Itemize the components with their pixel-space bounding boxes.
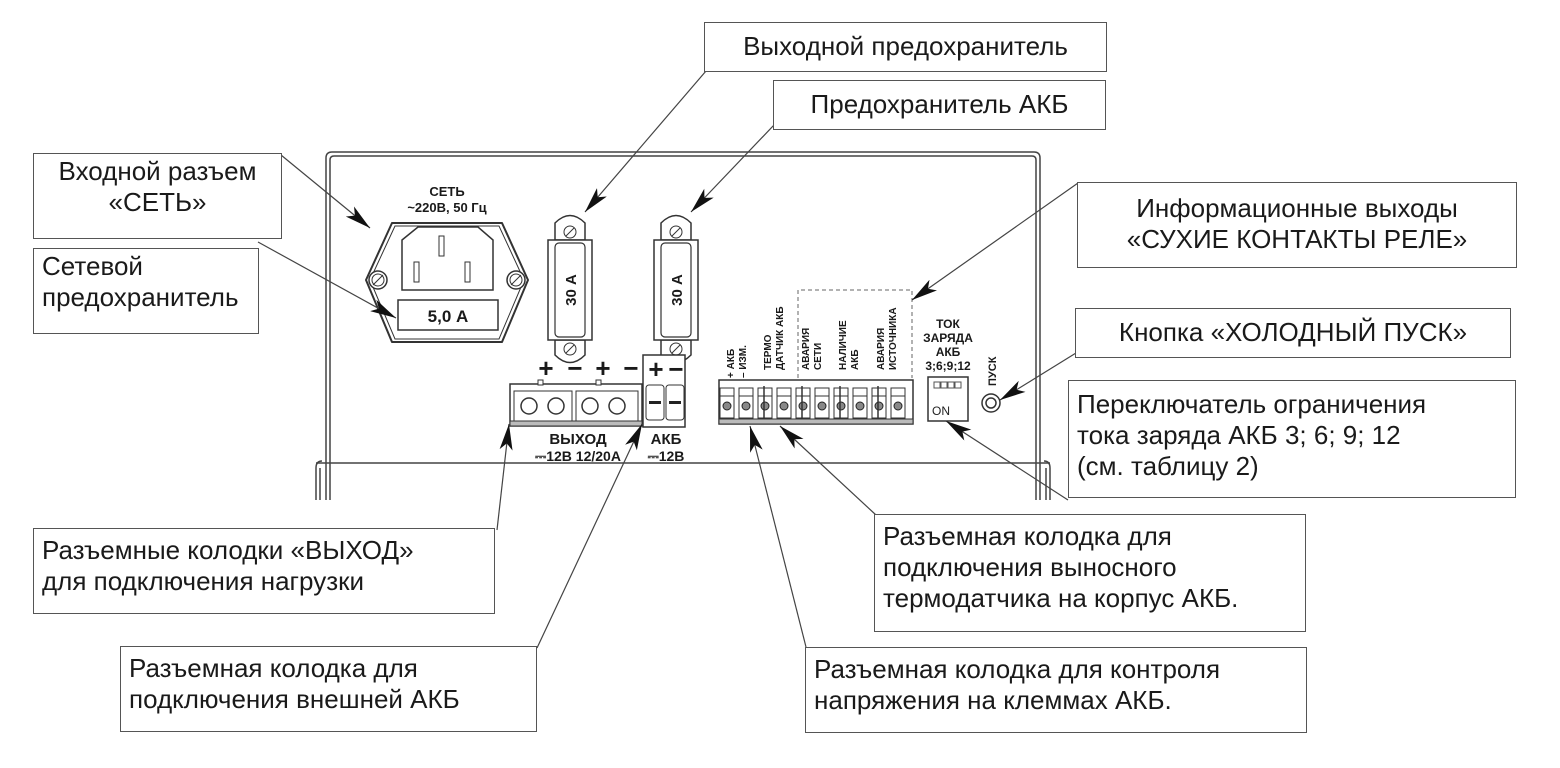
mains-spec: ~220В, 50 Гц bbox=[407, 200, 486, 215]
callout-output-fuse: Выходной предохранитель bbox=[704, 22, 1107, 72]
polarity-plus: + bbox=[595, 353, 610, 383]
terminal-pin bbox=[833, 387, 849, 419]
terminal-pin bbox=[871, 387, 887, 419]
mains-label: СЕТЬ bbox=[429, 184, 464, 199]
mains-inlet: СЕТЬ ~220В, 50 Гц 5,0 А bbox=[365, 184, 529, 343]
terminal-pin bbox=[814, 387, 830, 419]
terminal-pin bbox=[795, 387, 811, 419]
cold-start-button[interactable]: ПУСК bbox=[981, 356, 1001, 413]
callout-text: Переключатель ограничения bbox=[1077, 389, 1427, 419]
polarity-minus: − bbox=[567, 353, 582, 383]
terminal-label: АКБ bbox=[850, 349, 861, 370]
terminal-label: ТЕРМО bbox=[763, 334, 774, 370]
terminal-pin bbox=[757, 387, 773, 419]
battery-terminal-block: + − АКБ ⎓12В bbox=[642, 354, 686, 464]
output-spec: ⎓12В 12/20А bbox=[535, 448, 621, 464]
callout-text: Предохранитель АКБ bbox=[810, 89, 1069, 119]
callout-text: Разъемная колодка для bbox=[129, 653, 418, 683]
callout-text: для подключения нагрузки bbox=[42, 566, 365, 596]
battery-fuse: 30 А bbox=[653, 214, 699, 364]
callout-text: Разъемные колодки «ВЫХОД» bbox=[42, 535, 414, 565]
terminal-label: АВАРИЯ bbox=[801, 328, 812, 370]
polarity-minus: − bbox=[623, 353, 638, 383]
screw-icon bbox=[368, 270, 388, 290]
callout-voltage-terminal: Разъемная колодка для контроля напряжени… bbox=[805, 647, 1307, 733]
polarity-plus: + bbox=[538, 353, 553, 383]
switch-title: ТОК bbox=[936, 317, 960, 331]
callout-text: подключения выносного bbox=[883, 552, 1177, 582]
callout-text: (см. таблицу 2) bbox=[1077, 451, 1259, 481]
output-label: ВЫХОД bbox=[549, 431, 607, 448]
leader-lines bbox=[257, 70, 1079, 649]
callout-text: Кнопка «ХОЛОДНЫЙ ПУСК» bbox=[1118, 317, 1468, 347]
terminal-label: НАЛИЧИЕ bbox=[838, 320, 849, 370]
panel-housing bbox=[315, 151, 1051, 500]
callout-text: Разъемная колодка для контроля bbox=[814, 654, 1221, 684]
switch-title: ЗАРЯДА bbox=[923, 331, 973, 345]
callout-output-terminals: Разъемные колодки «ВЫХОД» для подключени… bbox=[33, 528, 495, 614]
battery-spec: ⎓12В bbox=[648, 448, 685, 464]
output-terminal-blocks: + − + − ВЫХОД ⎓12В 12/20А bbox=[509, 353, 643, 464]
callout-mains-fuse: Сетевой предохранитель bbox=[33, 248, 259, 334]
battery-fuse-value: 30 А bbox=[669, 274, 686, 306]
output-fuse: 30 А bbox=[547, 214, 593, 364]
terminal-label: АВАРИЯ bbox=[876, 328, 887, 370]
start-label: ПУСК bbox=[987, 356, 999, 386]
screw-icon bbox=[506, 270, 526, 290]
callout-text: подключения внешней АКБ bbox=[129, 684, 460, 714]
terminal-label: ИСТОЧНИКА bbox=[888, 307, 899, 370]
callout-text: Разъемная колодка для bbox=[883, 521, 1172, 551]
terminal-label: + АКБ bbox=[726, 349, 737, 378]
polarity-minus: − bbox=[668, 354, 683, 384]
callout-battery-fuse: Предохранитель АКБ bbox=[773, 80, 1106, 130]
callout-cold-start: Кнопка «ХОЛОДНЫЙ ПУСК» bbox=[1075, 308, 1511, 358]
callout-text: Входной разъем bbox=[58, 156, 257, 186]
terminal-pin bbox=[776, 387, 792, 419]
callout-text: тока заряда АКБ 3; 6; 9; 12 bbox=[1077, 420, 1401, 450]
callout-text: предохранитель bbox=[42, 282, 239, 312]
dip-on-label: ON bbox=[932, 404, 950, 418]
polarity-plus: + bbox=[648, 354, 663, 384]
callout-input-connector: Входной разъем «СЕТЬ» bbox=[33, 153, 282, 239]
callout-text: Выходной предохранитель bbox=[743, 31, 1068, 61]
signal-terminal-block: + АКБ – ИЗМ. ТЕРМО ДАТЧИК АКБ АВАРИЯ СЕТ… bbox=[718, 289, 914, 425]
output-fuse-value: 30 А bbox=[563, 274, 580, 306]
battery-label: АКБ bbox=[651, 431, 682, 448]
switch-title: АКБ bbox=[936, 345, 961, 359]
terminal-pin bbox=[852, 387, 868, 419]
callout-text: термодатчика на корпус АКБ. bbox=[883, 583, 1239, 613]
terminal-label: ДАТЧИК АКБ bbox=[775, 306, 786, 370]
mains-fuse-holder bbox=[397, 299, 499, 331]
switch-title: 3;6;9;12 bbox=[925, 359, 971, 373]
callout-text: Информационные выходы bbox=[1136, 193, 1458, 223]
callout-text: «СЕТЬ» bbox=[108, 187, 207, 217]
callout-charge-switch: Переключатель ограничения тока заряда АК… bbox=[1068, 380, 1516, 498]
terminal-pin bbox=[738, 387, 754, 419]
callout-relay-outputs: Информационные выходы «СУХИЕ КОНТАКТЫ РЕ… bbox=[1077, 182, 1517, 268]
mains-fuse-value: 5,0 А bbox=[428, 307, 469, 326]
callout-text: напряжения на клеммах АКБ. bbox=[814, 685, 1172, 715]
callout-text: «СУХИЕ КОНТАКТЫ РЕЛЕ» bbox=[1126, 224, 1468, 254]
terminal-label: – ИЗМ. bbox=[738, 345, 749, 378]
terminal-pin bbox=[719, 387, 735, 419]
relay-group-outline bbox=[797, 289, 913, 378]
terminal-pin bbox=[890, 387, 906, 419]
callout-battery-terminal: Разъемная колодка для подключения внешне… bbox=[120, 646, 537, 732]
charge-current-switch: ТОК ЗАРЯДА АКБ 3;6;9;12 ON bbox=[923, 317, 973, 422]
callout-thermo-terminal: Разъемная колодка для подключения выносн… bbox=[874, 514, 1306, 632]
terminal-label: СЕТИ bbox=[813, 343, 824, 370]
callout-text: Сетевой bbox=[42, 251, 143, 281]
